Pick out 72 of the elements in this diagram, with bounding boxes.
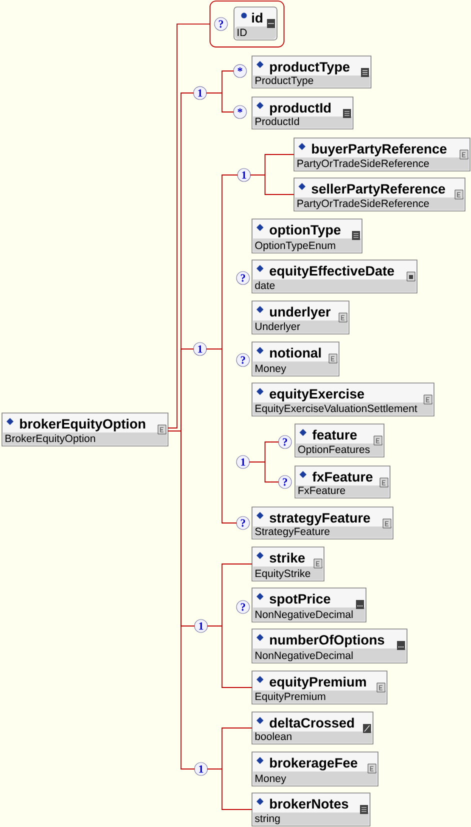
element-name: equityPremium	[270, 676, 366, 690]
connector-line	[168, 24, 210, 428]
element-name: brokerageFee	[270, 758, 358, 770]
type-name: boolean	[255, 732, 292, 740]
type-name: BrokerEquityOption	[6, 434, 96, 444]
type-name: EquityPremium	[256, 692, 326, 702]
type-name: Money	[256, 774, 286, 784]
element-box	[252, 260, 418, 294]
type-name: date	[255, 281, 275, 290]
element-box	[252, 670, 388, 704]
element-name: productType	[270, 62, 350, 74]
connector-line	[249, 462, 279, 482]
element-name: numberOfOptions	[270, 634, 384, 648]
element-name: feature	[312, 430, 357, 440]
type-name: EquityStrike	[256, 569, 310, 580]
element-box	[252, 342, 340, 376]
element-name: optionType	[270, 224, 340, 238]
attribute-group-box	[210, 0, 284, 48]
element-name: equityEffectiveDate	[270, 266, 394, 278]
element-box	[252, 56, 372, 88]
element-box	[294, 424, 384, 458]
element-box	[2, 412, 168, 446]
type-name: FxFeature	[298, 486, 346, 494]
element-box	[252, 792, 370, 826]
type-name: OptionFeatures	[298, 445, 370, 456]
element-box	[252, 546, 324, 582]
type-name: PartyOrTradeSideReference	[298, 159, 429, 170]
element-box	[252, 588, 366, 622]
element-name: fxFeature	[312, 472, 372, 482]
type-name: ID	[238, 28, 247, 36]
element-box	[252, 300, 350, 334]
type-name: Underlyer	[256, 322, 300, 332]
element-name: brokerEquityOption	[20, 418, 146, 432]
type-name: StrategyFeature	[255, 528, 330, 538]
type-name: ProductId	[256, 117, 299, 126]
element-box	[252, 752, 378, 786]
type-name: PartyOrTradeSideReference	[298, 199, 429, 210]
element-name: equityExercise	[270, 388, 364, 402]
element-box	[294, 178, 466, 212]
connector-line	[207, 626, 252, 688]
element-box	[252, 628, 408, 664]
element-box	[294, 138, 470, 172]
type-name: OptionTypeEnum	[255, 241, 336, 252]
element-name: strategyFeature	[270, 513, 370, 526]
connector-line	[168, 430, 195, 770]
element-name: deltaCrossed	[270, 718, 354, 728]
element-box	[252, 506, 394, 540]
connector-line	[206, 348, 237, 524]
connector-line	[250, 174, 294, 195]
element-name: underlyer	[270, 306, 330, 320]
element-box	[252, 96, 354, 130]
element-name: spotPrice	[270, 594, 330, 606]
type-name: ProductType	[256, 76, 314, 86]
element-box	[252, 218, 362, 254]
element-name: sellerPartyReference	[312, 184, 446, 196]
type-name: NonNegativeDecimal	[256, 651, 353, 662]
element-name: id	[252, 12, 262, 23]
type-name: NonNegativeDecimal	[256, 610, 353, 620]
element-name: brokerNotes	[270, 798, 348, 809]
type-name: EquityExerciseValuationSettlement	[256, 404, 418, 414]
type-name: Money	[256, 364, 286, 374]
element-box	[252, 712, 374, 744]
element-name: buyerPartyReference	[312, 144, 447, 156]
element-name: notional	[270, 348, 321, 358]
element-name: productId	[270, 102, 331, 116]
connector-line	[207, 768, 252, 810]
element-box	[252, 382, 434, 416]
type-name: string	[255, 814, 280, 824]
connector-line	[206, 92, 234, 112]
element-box	[294, 466, 390, 498]
element-name: strike	[270, 552, 305, 563]
element-box	[234, 6, 278, 40]
